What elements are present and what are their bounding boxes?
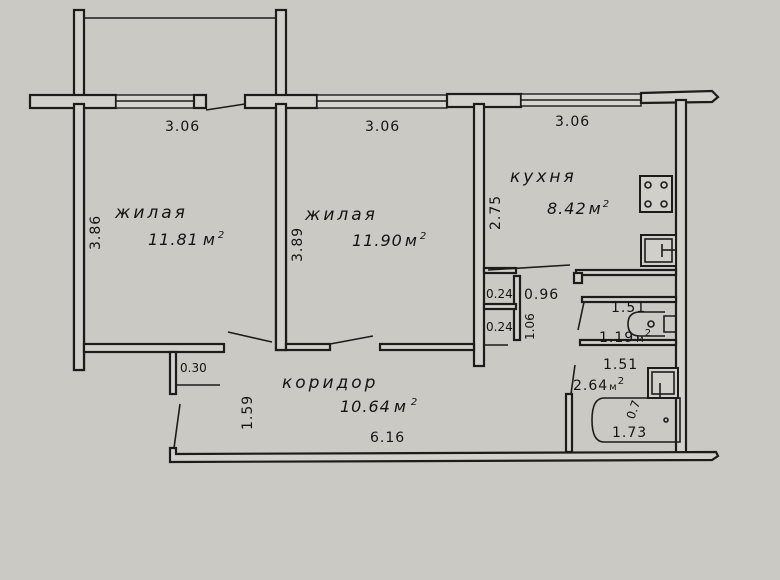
kitchen-depth: 2.75 <box>488 195 504 230</box>
room2-width: 3.06 <box>365 119 400 135</box>
kitchen-sink-icon <box>640 234 677 267</box>
bathtub-icon <box>591 397 681 443</box>
corridor-name: коридор <box>282 373 378 393</box>
washbasin-icon <box>647 367 679 399</box>
room1-width: 3.06 <box>165 119 200 135</box>
toilet-width: 1.51 <box>611 300 646 316</box>
stove-icon <box>639 175 673 213</box>
room1-depth: 3.86 <box>88 215 104 250</box>
closet-shelf-bottom: 0.24 <box>486 320 513 334</box>
walls-interior <box>72 98 720 464</box>
room1-name: жилая <box>114 203 188 223</box>
closet-shelf-top: 0.24 <box>486 287 513 301</box>
corridor-width: 6.16 <box>370 430 405 446</box>
kitchen-name: кухня <box>510 167 577 187</box>
bathroom-width: 1.51 <box>603 357 638 373</box>
niche-width: 0.30 <box>180 361 207 375</box>
corridor-depth: 1.59 <box>240 395 256 430</box>
room2-name: жилая <box>304 205 378 225</box>
kitchen-width: 3.06 <box>555 114 590 130</box>
room2-depth: 3.89 <box>290 227 306 262</box>
exterior-wall-top <box>28 89 720 111</box>
toilet-icon <box>627 311 677 337</box>
bathroom-area: 2.64м2 <box>573 376 625 394</box>
bathtub-length: 1.73 <box>612 425 647 441</box>
closet-width: 0.96 <box>524 287 559 303</box>
bathtub-width: 0.7 <box>624 398 644 421</box>
closet-depth: 1.06 <box>523 313 537 340</box>
